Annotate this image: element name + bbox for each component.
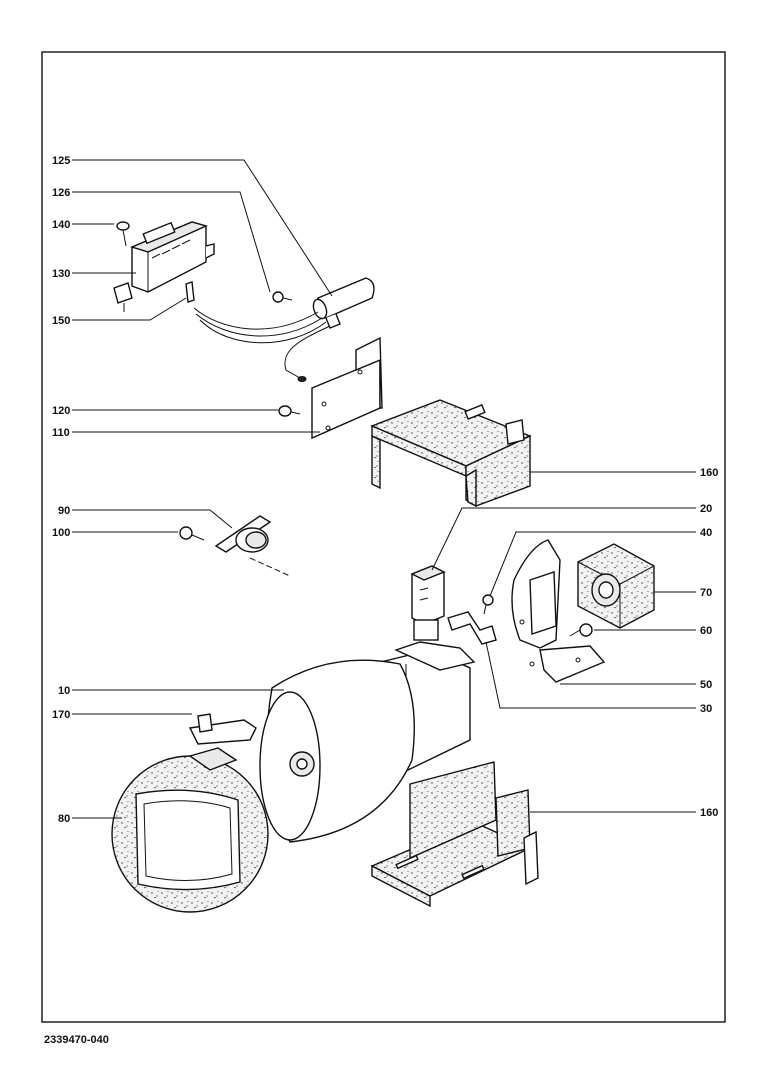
callout-160-top: 160 [700,467,718,479]
callout-20: 20 [700,503,712,515]
callout-125: 125 [52,155,70,167]
callout-140: 140 [52,219,70,231]
leader-lines [72,159,696,819]
part-125-capacitor [312,277,375,329]
part-30-bracket [447,611,497,645]
drawing-frame [41,51,726,1023]
callout-10: 10 [58,685,70,697]
callout-120: 120 [52,405,70,417]
drawing-number: 2339470-040 [44,1034,109,1046]
part-50-bracket-assembly [511,539,606,683]
callout-50: 50 [700,679,712,691]
part-130-terminal-block [113,221,215,312]
callout-40: 40 [700,527,712,539]
part-120-screw [278,405,301,417]
callout-126: 126 [52,187,70,199]
part-40-screw [482,594,494,615]
callout-170: 170 [52,709,70,721]
part-150-connector [185,281,195,303]
callout-60: 60 [700,625,712,637]
part-70-foam-block [577,543,655,629]
callout-70: 70 [700,587,712,599]
part-160-lower-insulation-base [370,761,539,908]
part-160-upper-insulation-cover [370,399,532,508]
callout-150: 150 [52,315,70,327]
part-100-screw [179,526,205,541]
part-20-switch [410,565,446,641]
callout-100: 100 [52,527,70,539]
callout-160-bottom: 160 [700,807,718,819]
callout-30: 30 [700,703,712,715]
callout-90: 90 [58,505,70,517]
part-10-motor [259,641,476,843]
part-140-screw [116,221,130,247]
callout-130: 130 [52,268,70,280]
part-90-thermostat [214,515,291,577]
part-126-screw [272,291,293,303]
part-170-clip [188,713,257,745]
callout-labels: 125 126 140 130 150 120 110 160 90 100 2… [52,155,718,825]
callout-110: 110 [52,427,70,439]
wiring-harness [193,307,331,382]
part-60-screw [569,623,593,637]
part-110-bracket-plate [311,336,383,440]
callout-80: 80 [58,813,70,825]
part-80-front-ring [111,747,269,913]
